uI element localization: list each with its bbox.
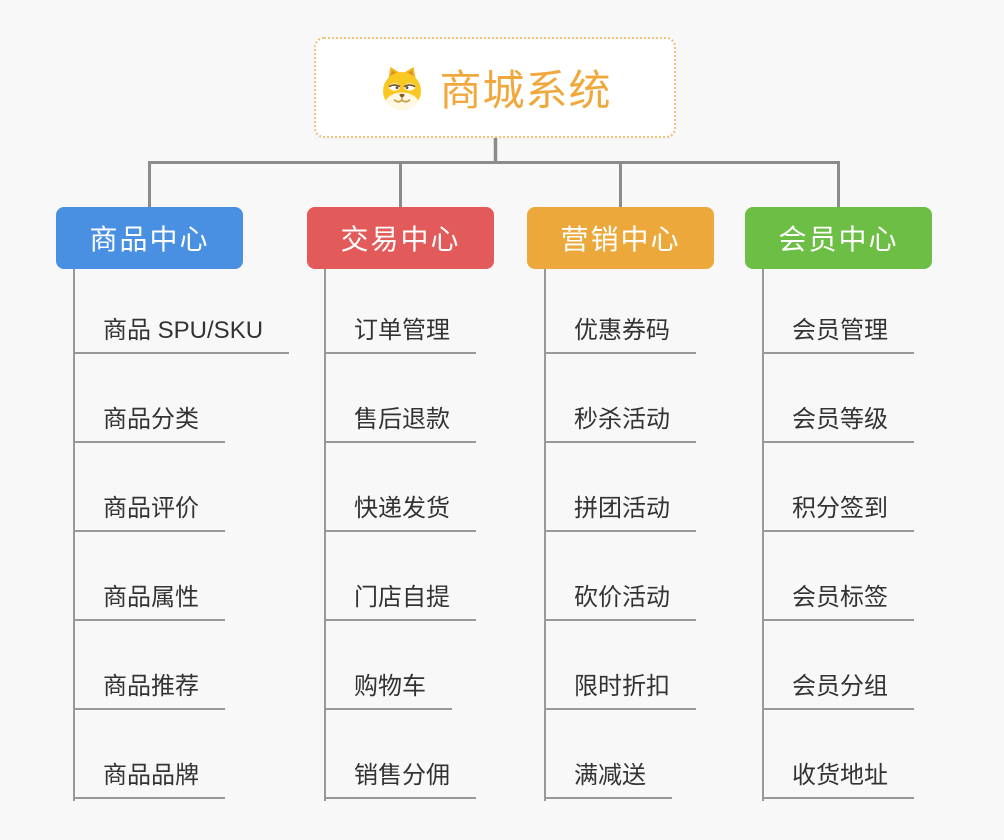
branch-connector-line <box>73 269 75 801</box>
child-topic-row: 门店自提 <box>324 532 476 621</box>
doge-icon <box>378 64 426 112</box>
child-topic-row: 商品属性 <box>73 532 289 621</box>
branch-children: 商品 SPU/SKU 商品分类商品评价商品属性商品推荐商品品牌 <box>73 265 290 799</box>
child-topic-row: 销售分佣 <box>324 710 476 799</box>
branch-trade: 交易中心 订单管理售后退款快递发货门店自提购物车销售分佣 <box>307 207 557 801</box>
child-topic-row: 会员管理 <box>762 265 914 354</box>
branch-topic[interactable]: 会员中心 <box>745 207 932 269</box>
child-topic[interactable]: 购物车 <box>324 666 452 710</box>
child-topic[interactable]: 商品推荐 <box>73 666 225 710</box>
child-topic-row: 满减送 <box>544 710 696 799</box>
child-topic-row: 商品分类 <box>73 354 289 443</box>
child-topic-row: 商品评价 <box>73 443 289 532</box>
child-topic[interactable]: 满减送 <box>544 755 672 799</box>
child-topic-row: 积分签到 <box>762 443 914 532</box>
child-topic[interactable]: 拼团活动 <box>544 488 696 532</box>
child-topic-row: 购物车 <box>324 621 476 710</box>
child-topic[interactable]: 订单管理 <box>324 310 476 354</box>
child-topic[interactable]: 积分签到 <box>762 488 914 532</box>
branch-connector-line <box>544 269 546 801</box>
child-topic-row: 售后退款 <box>324 354 476 443</box>
child-topic[interactable]: 商品 SPU/SKU <box>73 310 290 354</box>
child-topic[interactable]: 门店自提 <box>324 577 476 621</box>
child-topic-row: 会员等级 <box>762 354 914 443</box>
child-topic[interactable]: 销售分佣 <box>324 755 476 799</box>
branch-connector-line <box>324 269 326 801</box>
child-topic-row: 商品 SPU/SKU <box>73 265 290 354</box>
branch-topic[interactable]: 交易中心 <box>307 207 494 269</box>
child-topic[interactable]: 商品分类 <box>73 399 225 443</box>
child-topic-row: 商品品牌 <box>73 710 289 799</box>
branch-members: 会员中心 会员管理会员等级积分签到会员标签会员分组收货地址 <box>745 207 995 801</box>
root-topic-label: 商城系统 <box>439 67 612 114</box>
child-topic[interactable]: 会员分组 <box>762 666 914 710</box>
child-topic[interactable]: 快递发货 <box>324 488 476 532</box>
child-topic-row: 砍价活动 <box>544 532 696 621</box>
child-topic[interactable]: 限时折扣 <box>544 666 696 710</box>
child-topic-row: 会员分组 <box>762 621 914 710</box>
child-topic[interactable]: 售后退款 <box>324 399 476 443</box>
child-topic-row: 商品推荐 <box>73 621 289 710</box>
root-topic[interactable]: 商城系统 <box>314 37 676 138</box>
child-topic-row: 订单管理 <box>324 265 476 354</box>
child-topic[interactable]: 优惠券码 <box>544 310 696 354</box>
child-topic[interactable]: 会员管理 <box>762 310 914 354</box>
child-topic[interactable]: 会员等级 <box>762 399 914 443</box>
branch-marketing: 营销中心 优惠券码秒杀活动拼团活动砍价活动限时折扣满减送 <box>527 207 777 801</box>
child-topic[interactable]: 秒杀活动 <box>544 399 696 443</box>
child-topic-row: 秒杀活动 <box>544 354 696 443</box>
branch-topic[interactable]: 商品中心 <box>56 207 243 269</box>
branch-children: 订单管理售后退款快递发货门店自提购物车销售分佣 <box>324 265 476 799</box>
branch-topic[interactable]: 营销中心 <box>527 207 714 269</box>
child-topic[interactable]: 砍价活动 <box>544 577 696 621</box>
branch-children: 优惠券码秒杀活动拼团活动砍价活动限时折扣满减送 <box>544 265 696 799</box>
child-topic-row: 快递发货 <box>324 443 476 532</box>
child-topic[interactable]: 会员标签 <box>762 577 914 621</box>
child-topic-row: 限时折扣 <box>544 621 696 710</box>
child-topic-row: 收货地址 <box>762 710 914 799</box>
child-topic[interactable]: 商品属性 <box>73 577 225 621</box>
branch-products: 商品中心 商品 SPU/SKU 商品分类商品评价商品属性商品推荐商品品牌 <box>56 207 306 801</box>
branch-connector-line <box>762 269 764 801</box>
child-topic-row: 拼团活动 <box>544 443 696 532</box>
child-topic[interactable]: 商品评价 <box>73 488 225 532</box>
child-topic[interactable]: 商品品牌 <box>73 755 225 799</box>
branch-children: 会员管理会员等级积分签到会员标签会员分组收货地址 <box>762 265 914 799</box>
child-topic-row: 会员标签 <box>762 532 914 621</box>
child-topic-row: 优惠券码 <box>544 265 696 354</box>
child-topic[interactable]: 收货地址 <box>762 755 914 799</box>
